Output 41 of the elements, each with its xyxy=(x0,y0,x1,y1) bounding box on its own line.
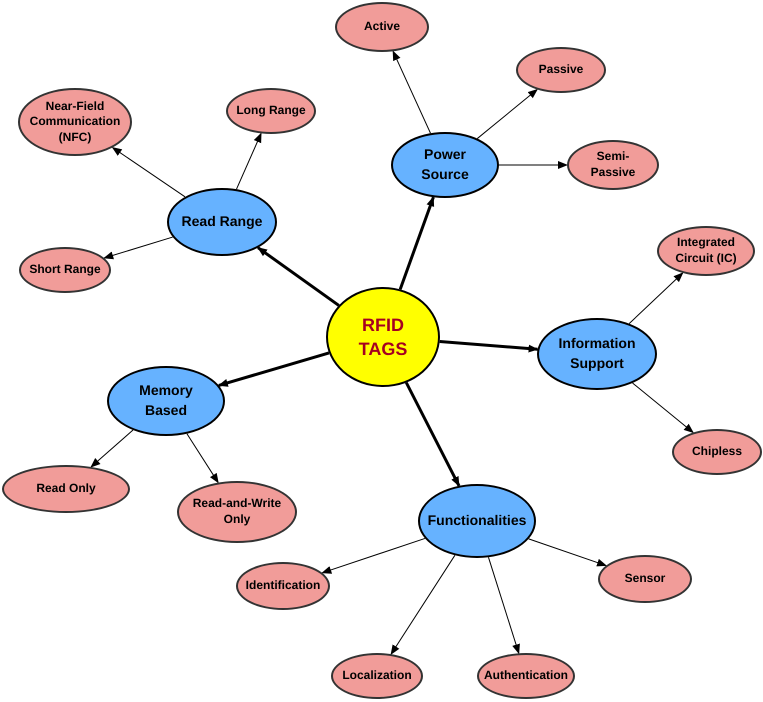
arrow xyxy=(628,272,684,324)
node-label: Near-Field Communication (NFC) xyxy=(28,98,122,146)
node-label: Integrated Circuit (IC) xyxy=(674,235,738,267)
arrow xyxy=(321,538,426,574)
arrow xyxy=(218,352,330,387)
arrow xyxy=(398,196,435,290)
arrow xyxy=(257,246,340,307)
node-label: Authentication xyxy=(484,668,568,684)
node-label: Identification xyxy=(246,578,320,594)
arrow xyxy=(112,147,186,198)
arrow xyxy=(498,161,568,169)
arrow xyxy=(186,433,219,484)
node-label: Semi-Passive xyxy=(590,149,636,181)
ellipse-node xyxy=(236,562,330,610)
arrow xyxy=(236,132,262,190)
arrow xyxy=(440,340,539,353)
arrow xyxy=(90,430,134,468)
node-label: Read Only xyxy=(36,481,96,497)
arrow xyxy=(488,556,520,654)
node-label: Sensor xyxy=(624,571,666,587)
node-label: Chipless xyxy=(692,444,742,460)
node-label: Power Source xyxy=(420,145,470,184)
node-label: Short Range xyxy=(29,262,101,278)
arrow xyxy=(103,236,174,260)
arrow xyxy=(404,382,460,487)
arrow xyxy=(632,382,694,434)
node-label: Passive xyxy=(538,62,584,78)
ellipse-node xyxy=(598,555,692,603)
arrow xyxy=(476,88,538,140)
node-label: Read-and-Write Only xyxy=(192,496,282,528)
arrow xyxy=(392,50,431,134)
node-label: Functionalities xyxy=(428,511,526,530)
node-label: RFID TAGS xyxy=(358,314,408,361)
node-label: Localization xyxy=(342,668,412,684)
ellipse-node xyxy=(19,247,111,293)
arrow xyxy=(528,538,607,566)
node-label: Long Range xyxy=(236,103,306,119)
node-label: Memory Based xyxy=(138,381,194,420)
node-label: Read Range xyxy=(182,212,262,232)
node-label: Information Support xyxy=(558,334,636,373)
node-label: Active xyxy=(364,19,400,35)
